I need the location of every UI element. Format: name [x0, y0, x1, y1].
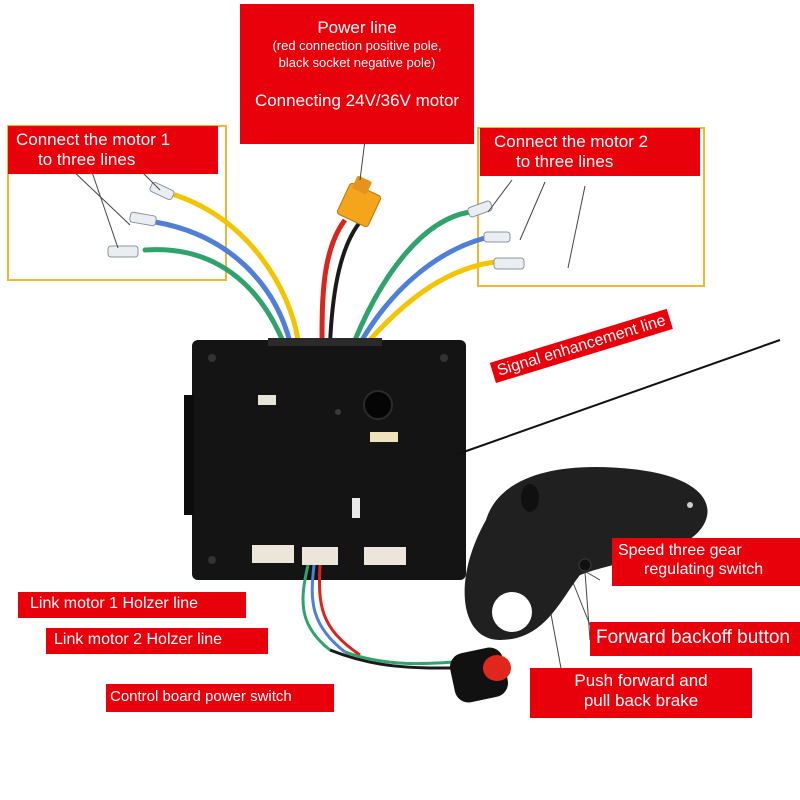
motor2-label: Connect the motor 2 to three lines — [480, 128, 700, 176]
brake-label: Push forward and pull back brake — [530, 668, 752, 718]
power-wire-red — [319, 218, 348, 345]
hall-sensor-wires — [301, 564, 361, 657]
speed-switch-label: Speed three gear regulating switch — [612, 538, 800, 586]
xt60-connector — [336, 175, 382, 228]
motor1-label: Connect the motor 1 to three lines — [8, 126, 218, 174]
motor1-phase-wires — [142, 192, 301, 347]
speed-switch-label-line1: Speed three gear — [618, 542, 742, 559]
power-line-note-1: (red connection positive pole, — [272, 38, 442, 54]
power-line-motor: Connecting 24V/36V motor — [254, 90, 460, 110]
motor2-phase-wires — [352, 209, 498, 345]
hall2-label: Link motor 2 Holzer line — [46, 628, 268, 654]
power-line-note-2: black socket negative pole) — [278, 54, 436, 70]
motor2-label-line1: Connect the motor 2 — [494, 132, 649, 151]
power-switch-label: Control board power switch — [106, 684, 334, 712]
power-line-title: Power line — [317, 18, 397, 37]
motor2-wire-terminals — [467, 200, 525, 270]
power-switch-button — [449, 647, 511, 703]
signal-antenna — [454, 339, 781, 456]
power-line-label: Power line (red connection positive pole… — [240, 4, 474, 144]
motor1-wire-terminals — [107, 181, 175, 258]
speed-switch-label-line2: regulating switch — [644, 561, 764, 579]
forward-backoff-label: Forward backoff button — [590, 622, 800, 656]
motor1-label-line1: Connect the motor 1 — [16, 130, 171, 149]
power-wire-black — [328, 220, 362, 345]
remote-control — [464, 467, 708, 640]
brake-label-line1: Push forward and — [574, 671, 708, 690]
motor2-label-line2: to three lines — [516, 152, 614, 172]
control-board — [184, 338, 466, 580]
hall1-label: Link motor 1 Holzer line — [18, 592, 246, 618]
motor1-label-line2: to three lines — [38, 150, 136, 170]
brake-label-line2: pull back brake — [583, 691, 699, 711]
